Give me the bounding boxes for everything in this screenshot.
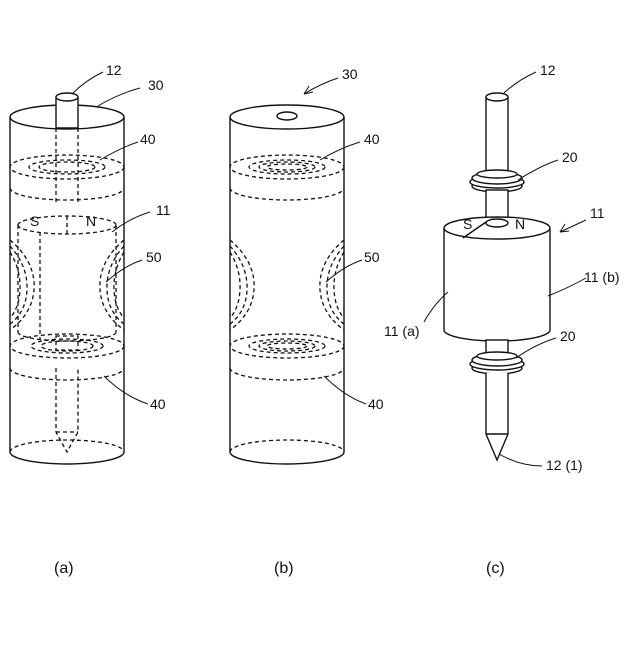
case-label-b: 30	[342, 66, 358, 82]
yoke-label-a: 50	[146, 249, 162, 265]
shaft-label-c: 12	[540, 62, 556, 78]
panel-c: S N 12 20 11 11 (b) 11 (a) 20	[384, 62, 620, 577]
top-ring	[230, 155, 344, 200]
pole-s-label-a: S	[30, 213, 39, 229]
caption-b: (b)	[274, 560, 294, 577]
pole-n-label-c: N	[515, 216, 525, 232]
shaft-label-a: 12	[106, 62, 122, 78]
inner-magnet	[18, 216, 116, 341]
yoke-left	[10, 240, 34, 330]
case-label-a: 30	[148, 77, 164, 93]
shaft-lower-tip	[486, 373, 508, 460]
shaft-upper	[486, 93, 508, 176]
shaft-top	[56, 93, 78, 205]
pole-n-label-a: N	[86, 213, 96, 229]
magnet-half-a-label: 11 (a)	[384, 323, 420, 339]
magnet-half-b-label: 11 (b)	[584, 269, 620, 285]
ring-bottom-label-b: 40	[368, 396, 384, 412]
bearing-lower	[470, 352, 524, 374]
yoke-label-b: 50	[364, 249, 380, 265]
ring-top-label-b: 40	[364, 131, 380, 147]
top-ring	[10, 155, 124, 200]
bottom-ring	[230, 334, 344, 380]
magnet-body: S N	[444, 216, 550, 341]
bearing-bottom-label-c: 20	[560, 328, 576, 344]
ring-bottom-label-a: 40	[150, 396, 166, 412]
yoke-right	[100, 240, 124, 330]
caption-a: (a)	[54, 560, 74, 577]
yoke-left	[230, 240, 254, 330]
pole-s-label-c: S	[463, 216, 472, 232]
shaft-bottom	[56, 368, 78, 452]
panel-b: 30 40 50 40 (b)	[230, 66, 384, 577]
yoke-right	[320, 240, 344, 330]
bearing-upper	[470, 170, 524, 218]
magnet-label-c: 11	[590, 205, 605, 221]
tip-label-c: 12 (1)	[546, 457, 583, 473]
caption-c: (c)	[486, 560, 505, 577]
magnet-label-a: 11	[156, 202, 171, 218]
ring-top-label-a: 40	[140, 131, 156, 147]
bearing-top-label-c: 20	[562, 149, 578, 165]
panel-a: S N 12 30 40 11 50 40 (a)	[10, 62, 171, 577]
